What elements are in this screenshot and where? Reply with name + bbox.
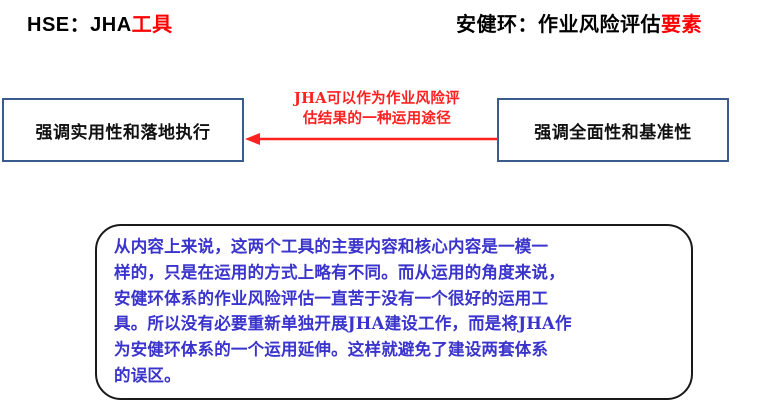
box-right-emphasis: 强调全面性和基准性 (497, 98, 729, 162)
callout-text-block: 从内容上来说，这两个工具的主要内容和核心内容是一模一 样的，只是在运用的方式上略… (114, 234, 680, 389)
callout-line-1: 从内容上来说，这两个工具的主要内容和核心内容是一模一 (114, 237, 549, 256)
page-title-left: HSE：JHA工具 (27, 12, 173, 38)
arrow-caption-line-2: 估结果的一种运用途径 (303, 110, 451, 127)
callout-line-3: 安健环体系的作业风险评估一直苦于没有一个很好的运用工 (114, 288, 549, 308)
arrow-caption: JHA可以作为作业风险评 估结果的一种运用途径 (266, 89, 488, 129)
page-title-right-plain: 安健环：作业风险评估 (456, 14, 661, 36)
page-title-right: 安健环：作业风险评估要素 (456, 12, 702, 38)
callout-line-4: 具。所以没有必要重新单独开展JHA建设工作，而是将JHA作 (114, 314, 572, 334)
callout-line-2: 样的，只是在运用的方式上略有不同。而从运用的角度来说， (114, 262, 565, 282)
page-title-left-plain: HSE：JHA (27, 14, 132, 36)
callout-line-5: 为安健环体系的一个运用延伸。这样就避免了建设两套体系 (114, 340, 549, 360)
box-right-label: 强调全面性和基准性 (534, 122, 692, 143)
callout-line-6: 的误区。 (114, 365, 181, 385)
left-arrow-icon (245, 133, 498, 145)
page-title-left-accent: 工具 (131, 14, 173, 36)
page-title-right-accent: 要素 (661, 14, 702, 36)
callout-rounded-box (95, 224, 693, 400)
arrow-caption-line-1: JHA可以作为作业风险评 (294, 90, 460, 107)
box-left-emphasis: 强调实用性和落地执行 (2, 98, 244, 162)
box-left-label: 强调实用性和落地执行 (35, 122, 211, 143)
